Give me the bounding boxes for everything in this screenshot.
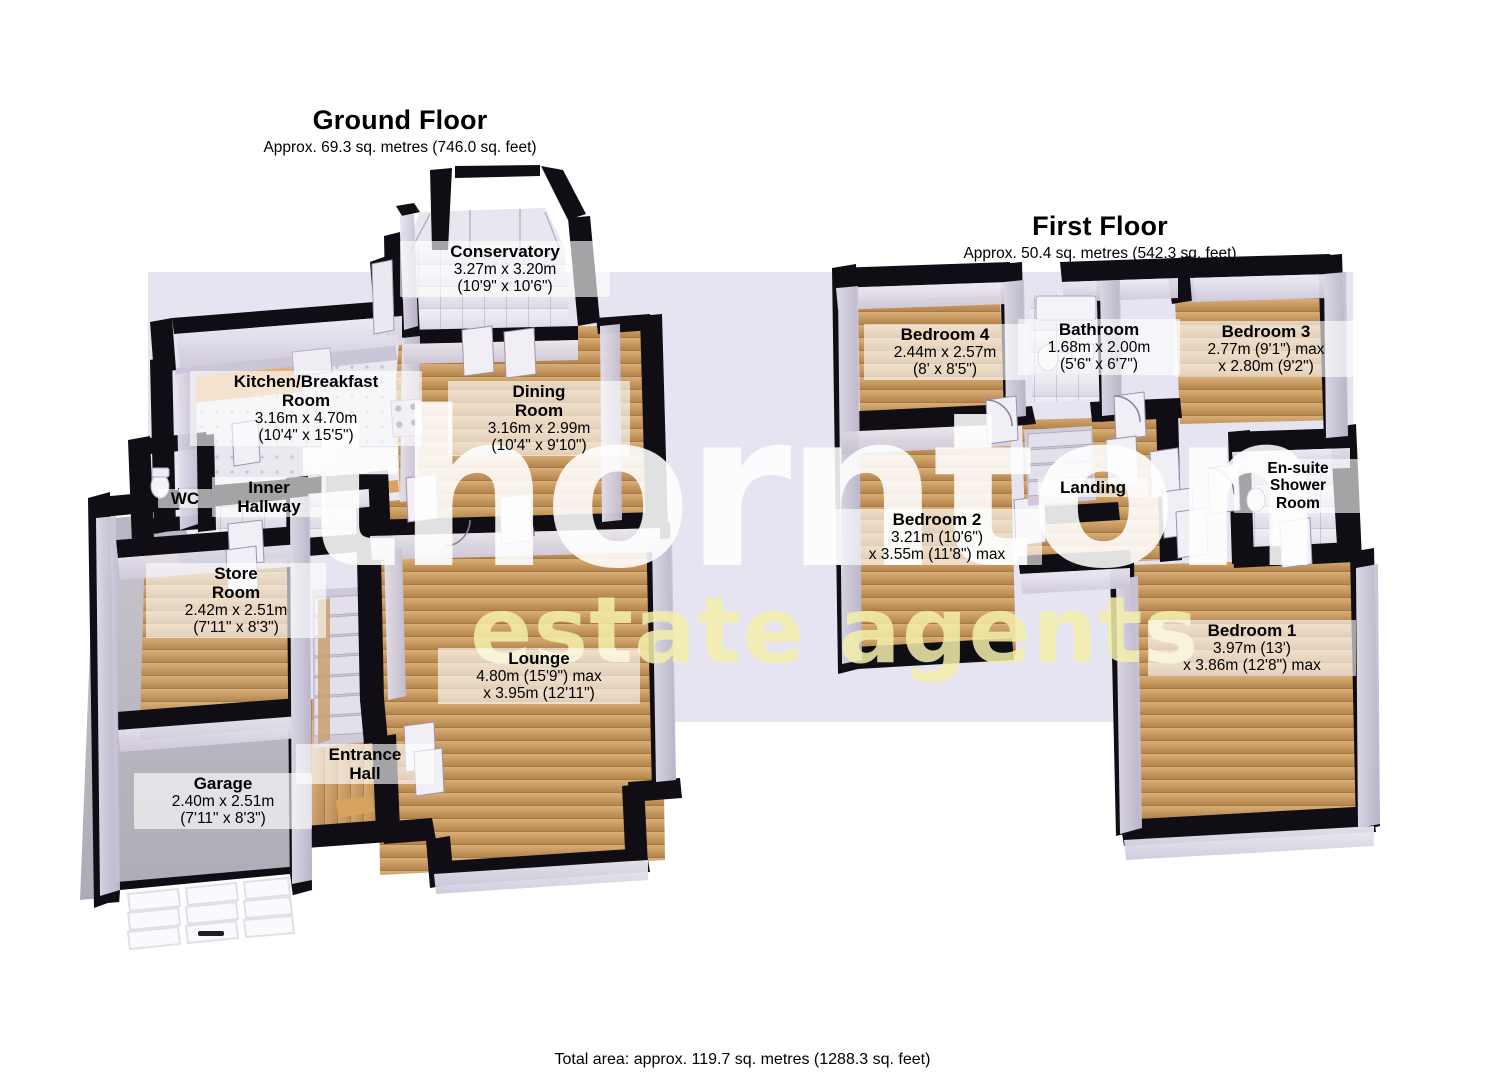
first-floor-heading: First Floor Approx. 50.4 sq. metres (542… <box>940 211 1260 262</box>
conservatory-name: Conservatory <box>450 242 560 261</box>
bedroom-3-name: Bedroom 3 <box>1221 322 1311 341</box>
kitchen-metric: 3.16m x 4.70m <box>254 410 358 428</box>
store-metric: 2.42m x 2.51m <box>184 602 288 620</box>
first-floor-doors <box>985 391 1313 569</box>
ground-floor-area: Approx. 69.3 sq. metres (746.0 sq. feet) <box>263 138 537 156</box>
bedroom-1-metric: 3.97m (13') <box>1213 640 1291 658</box>
bedroom-2-metric: 3.21m (10'6") <box>890 529 984 547</box>
conservatory-imperial: (10'9" x 10'6") <box>457 278 553 296</box>
bedroom-1-name: Bedroom 1 <box>1207 621 1297 640</box>
room-label-ensuite-shower-room: En-suite Shower Room <box>1234 459 1362 514</box>
store-name-line1: Store <box>214 564 258 583</box>
garage-door-apron <box>115 874 300 965</box>
bathroom-metric: 1.68m x 2.00m <box>1047 339 1151 357</box>
bathroom-imperial: (5'6" x 6'7") <box>1059 356 1139 374</box>
room-label-wc: WC <box>158 489 212 509</box>
entrance-hall-line2: Hall <box>349 764 381 784</box>
ground-floor-title: Ground Floor <box>312 105 488 135</box>
room-label-bedroom-2: Bedroom 2 3.21m (10'6") x 3.55m (11'8") … <box>832 509 1042 565</box>
room-label-bathroom: Bathroom 1.68m x 2.00m (5'6" x 6'7") <box>1018 319 1180 375</box>
room-label-kitchen-breakfast-room: Kitchen/Breakfast Room 3.16m x 4.70m (10… <box>190 371 422 446</box>
kitchen-name-line2: Room <box>281 391 331 411</box>
bedroom-2-imperial: x 3.55m (11'8") max <box>868 546 1006 564</box>
inner-hallway-line1: Inner <box>248 478 290 497</box>
first-floor-area: Approx. 50.4 sq. metres (542.3 sq. feet) <box>963 244 1237 262</box>
room-label-entrance-hall: Entrance Hall <box>296 744 434 785</box>
bedroom-1-imperial: x 3.86m (12'8") max <box>1183 657 1321 675</box>
first-floor-door-swings <box>985 395 1235 495</box>
landing-name: Landing <box>1059 478 1127 497</box>
room-label-store-room: Store Room 2.42m x 2.51m (7'11" x 8'3") <box>146 563 326 638</box>
ensuite-line2: Shower <box>1270 477 1326 495</box>
bedroom-4-metric: 2.44m x 2.57m <box>893 344 997 362</box>
bedroom-3-metric: 2.77m (9'1") max <box>1207 341 1325 359</box>
store-imperial: (7'11" x 8'3") <box>193 619 279 637</box>
dining-name-line2: Room <box>514 401 564 421</box>
room-label-bedroom-3: Bedroom 3 2.77m (9'1") max x 2.80m (9'2"… <box>1174 321 1358 377</box>
ground-floor-heading: Ground Floor Approx. 69.3 sq. metres (74… <box>240 105 560 156</box>
wc-name: WC <box>170 489 200 508</box>
kitchen-imperial: (10'4" x 15'5") <box>258 427 354 445</box>
bedroom-3-imperial: x 2.80m (9'2") <box>1218 358 1314 376</box>
room-label-bedroom-4: Bedroom 4 2.44m x 2.57m (8' x 8'5") <box>864 324 1026 380</box>
garage-name: Garage <box>193 774 253 793</box>
total-area-text: Total area: approx. 119.7 sq. metres (12… <box>554 1051 931 1068</box>
entrance-hall-line1: Entrance <box>328 745 402 764</box>
bedroom-2-name: Bedroom 2 <box>892 510 982 529</box>
dining-imperial: (10'4" x 9'10") <box>491 437 587 455</box>
room-label-garage: Garage 2.40m x 2.51m (7'11" x 8'3") <box>134 773 312 829</box>
room-label-inner-hallway: Inner Hallway <box>212 477 326 518</box>
room-label-bedroom-1: Bedroom 1 3.97m (13') x 3.86m (12'8") ma… <box>1148 620 1356 676</box>
bathroom-name: Bathroom <box>1058 320 1140 339</box>
ensuite-line3: Room <box>1276 494 1320 512</box>
garage-imperial: (7'11" x 8'3") <box>180 810 266 828</box>
inner-hallway-line2: Hallway <box>237 497 301 517</box>
kitchen-name-line1: Kitchen/Breakfast <box>233 372 379 391</box>
lounge-metric: 4.80m (15'9") max <box>476 668 602 686</box>
ensuite-line1: En-suite <box>1267 460 1329 477</box>
room-label-landing: Landing <box>1038 478 1148 498</box>
dining-metric: 3.16m x 2.99m <box>487 420 591 438</box>
conservatory-metric: 3.27m x 3.20m <box>453 261 557 279</box>
lounge-name: Lounge <box>508 649 570 668</box>
dining-name-line1: Dining <box>512 382 566 401</box>
lounge-imperial: x 3.95m (12'11") <box>483 685 595 703</box>
first-floor-title: First Floor <box>1032 211 1168 241</box>
room-label-dining-room: Dining Room 3.16m x 2.99m (10'4" x 9'10"… <box>448 381 630 456</box>
bedroom-4-imperial: (8' x 8'5") <box>913 361 977 379</box>
room-label-lounge: Lounge 4.80m (15'9") max x 3.95m (12'11"… <box>438 648 640 704</box>
garage-metric: 2.40m x 2.51m <box>171 793 275 811</box>
bedroom-4-name: Bedroom 4 <box>900 325 990 344</box>
store-name-line2: Room <box>211 583 261 603</box>
room-label-conservatory: Conservatory 3.27m x 3.20m (10'9" x 10'6… <box>400 241 610 297</box>
